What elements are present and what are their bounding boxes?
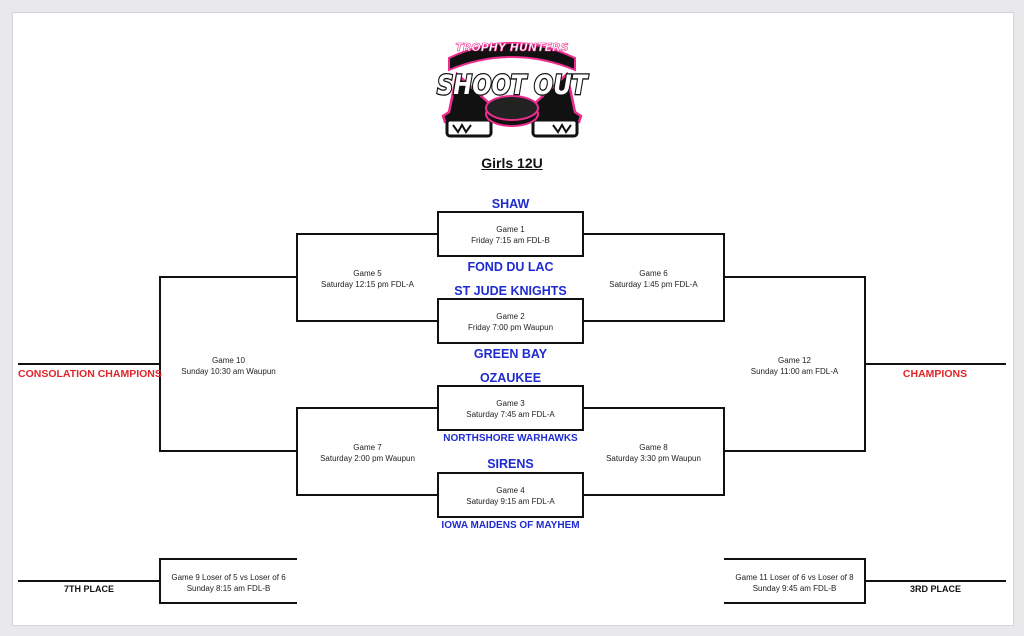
game-3-info: Game 3 Saturday 7:45 am FDL-A xyxy=(438,398,583,420)
game-1-name: Game 1 xyxy=(496,225,525,234)
logo-banner xyxy=(448,42,576,72)
puck-icon xyxy=(485,95,539,127)
game-4-time: Saturday 9:15 am FDL-A xyxy=(466,497,555,506)
game-10-info: Game 10 Sunday 10:30 am Waupun xyxy=(160,355,297,377)
game-12-name: Game 12 xyxy=(778,356,811,365)
game-9-info: Game 9 Loser of 5 vs Loser of 6 Sunday 8… xyxy=(160,572,297,594)
game-11-info: Game 11 Loser of 6 vs Loser of 8 Sunday … xyxy=(724,572,865,594)
team-northshore-warhawks: NORTHSHORE WARHAWKS xyxy=(443,433,578,444)
seventh-place-label: 7TH PLACE xyxy=(63,584,114,594)
team-fond-du-lac: FOND DU LAC xyxy=(467,260,554,274)
game-10-name: Game 10 xyxy=(212,356,245,365)
logo-text-main: SHOOT OUT xyxy=(437,70,589,101)
team-green-bay: GREEN BAY xyxy=(473,347,548,361)
team-st-jude-knights: ST JUDE KNIGHTS xyxy=(454,284,567,298)
game-12-info: Game 12 Sunday 11:00 am FDL-A xyxy=(724,355,865,377)
game-8-time: Saturday 3:30 pm Waupun xyxy=(606,454,701,463)
game-6-time: Saturday 1:45 pm FDL-A xyxy=(609,280,698,289)
game-1-info: Game 1 Friday 7:15 am FDL-B xyxy=(438,224,583,246)
champions-label: CHAMPIONS xyxy=(902,368,968,380)
team-shaw: SHAW xyxy=(491,197,530,211)
game-11-name: Game 11 Loser of 6 vs Loser of 8 xyxy=(735,573,854,582)
game-7-name: Game 7 xyxy=(353,443,382,452)
game-2-time: Friday 7:00 pm Waupun xyxy=(467,323,554,332)
game-5-time: Saturday 12:15 pm FDL-A xyxy=(321,280,414,289)
team-sirens: SIRENS xyxy=(487,457,534,471)
game-4-info: Game 4 Saturday 9:15 am FDL-A xyxy=(438,485,583,507)
game-8-name: Game 8 xyxy=(639,443,668,452)
game-5-info: Game 5 Saturday 12:15 pm FDL-A xyxy=(297,268,438,290)
game-1-time: Friday 7:15 am FDL-B xyxy=(471,236,550,245)
game-2-info: Game 2 Friday 7:00 pm Waupun xyxy=(438,311,583,333)
game-12-time: Sunday 11:00 am FDL-A xyxy=(750,367,839,376)
game-11-time: Sunday 9:45 am FDL-B xyxy=(752,584,837,593)
game-3-name: Game 3 xyxy=(496,399,525,408)
team-ozaukee: OZAUKEE xyxy=(479,371,542,385)
game-6-info: Game 6 Saturday 1:45 pm FDL-A xyxy=(583,268,724,290)
consolation-champions-label: CONSOLATION CHAMPIONS xyxy=(18,368,162,380)
team-iowa-maidens-of-mayhem: IOWA MAIDENS OF MAYHEM xyxy=(441,520,580,531)
game-3-time: Saturday 7:45 am FDL-A xyxy=(466,410,555,419)
division-title: Girls 12U xyxy=(481,155,543,171)
game-5-name: Game 5 xyxy=(353,269,382,278)
game-10-time: Sunday 10:30 am Waupun xyxy=(181,367,276,376)
third-place-label: 3RD PLACE xyxy=(909,584,961,594)
game-7-info: Game 7 Saturday 2:00 pm Waupun xyxy=(297,442,438,464)
game-9-time: Sunday 8:15 am FDL-B xyxy=(186,584,271,593)
logo-text-top: TROPHY HUNTERS xyxy=(455,41,568,54)
game-4-name: Game 4 xyxy=(496,486,525,495)
game-9-name: Game 9 Loser of 5 vs Loser of 6 xyxy=(171,573,286,582)
game-6-name: Game 6 xyxy=(639,269,668,278)
game-8-info: Game 8 Saturday 3:30 pm Waupun xyxy=(583,442,724,464)
game-2-name: Game 2 xyxy=(496,312,525,321)
trophy-hunters-logo: TROPHY HUNTERS SHOOT OUT xyxy=(436,41,590,138)
game-7-time: Saturday 2:00 pm Waupun xyxy=(320,454,415,463)
